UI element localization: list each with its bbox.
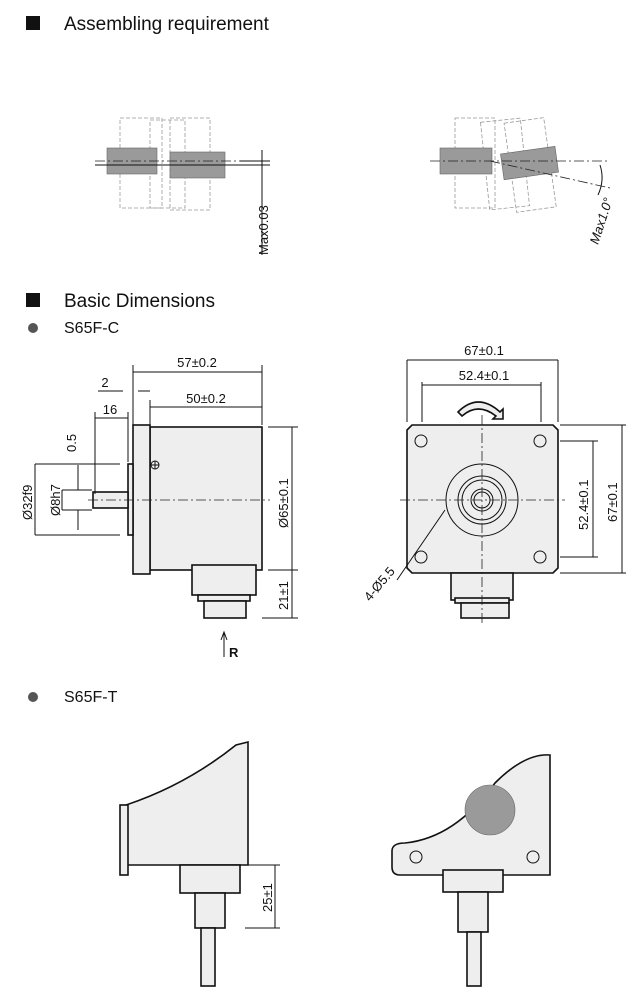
section-title-assembling: Assembling requirement	[64, 14, 270, 35]
dim-hole-pitch-h: 52.4±0.1	[459, 368, 510, 383]
angle-tolerance-label: Max1.0°	[587, 196, 616, 246]
dim-body-length: 50±0.2	[186, 391, 226, 406]
s65f-c-side-view: 57±0.2 2 50±0.2 16 0.5 Ø32f9 Ø8h7 Ø65±0.…	[20, 355, 298, 660]
dim-connector-height: 21±1	[276, 581, 291, 610]
rotation-arrow-icon	[456, 401, 504, 420]
view-label: R	[229, 645, 239, 660]
dim-step: 0.5	[64, 434, 79, 452]
assembly-angle-figure: Max1.0°	[430, 117, 616, 246]
s65f-c-front-view: 67±0.1 52.4±0.1 52.4±0.1 67±0.1 4-Ø5.5	[361, 343, 626, 625]
model-bullet-icon	[28, 323, 38, 333]
s65f-t-side-view: 25±1	[119, 740, 280, 987]
section-bullet-icon	[26, 16, 40, 30]
model-name-s65f-t: S65F-T	[64, 689, 118, 706]
dim-flange: 2	[101, 375, 108, 390]
model-bullet-icon	[28, 692, 38, 702]
dim-width: 67±0.1	[464, 343, 504, 358]
offset-tolerance-label: Max0.03	[256, 205, 271, 255]
view-arrow-icon	[220, 630, 228, 657]
dim-body-dia: Ø65±0.1	[276, 478, 291, 528]
model-name-s65f-c: S65F-C	[64, 320, 119, 337]
dim-hole-pitch-v: 52.4±0.1	[576, 479, 591, 530]
section-bullet-icon	[26, 293, 40, 307]
s65f-t-front-view	[391, 754, 551, 987]
dim-height: 67±0.1	[605, 482, 620, 522]
section-title-basic-dimensions: Basic Dimensions	[64, 291, 215, 312]
dim-spigot-dia: Ø32f9	[20, 485, 35, 520]
dim-connector-height: 25±1	[260, 883, 275, 912]
dim-shaft-dia: Ø8h7	[48, 484, 63, 516]
assembly-offset-figure: Max0.03	[95, 117, 271, 255]
dim-holes: 4-Ø5.5	[361, 564, 398, 604]
dim-shaft-length: 16	[103, 402, 117, 417]
dim-total-length: 57±0.2	[177, 355, 217, 370]
